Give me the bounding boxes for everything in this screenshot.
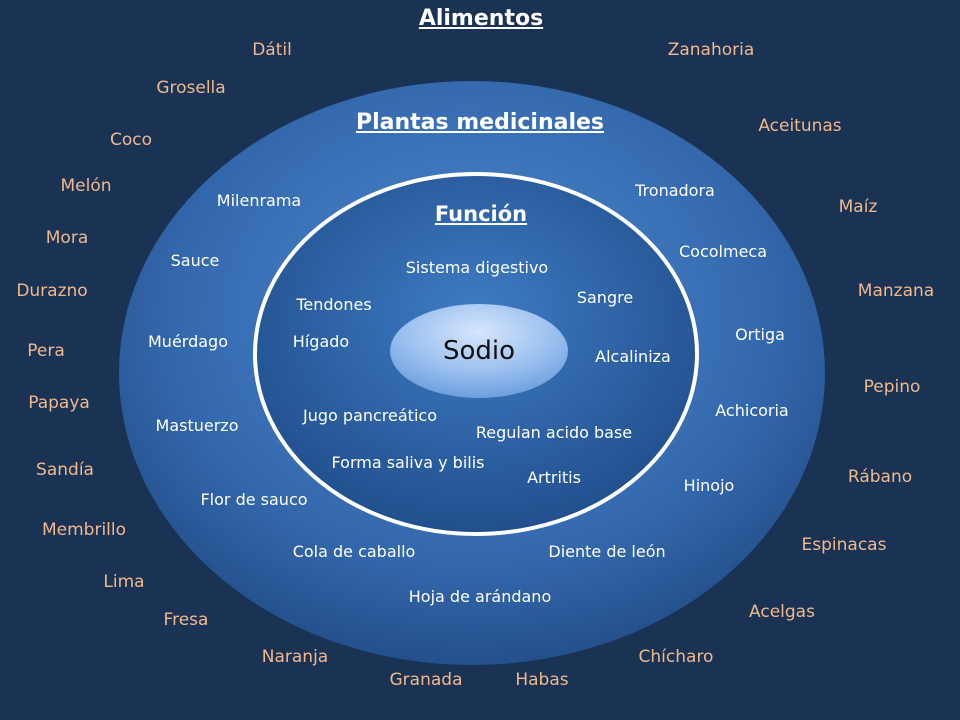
function-label: Artritis (527, 468, 581, 487)
plant-label: Cola de caballo (292, 542, 416, 561)
food-label: Membrillo (41, 520, 127, 540)
function-label: Sistema digestivo (405, 258, 549, 277)
food-label: Lima (103, 572, 145, 592)
plant-label: Hoja de arándano (408, 587, 552, 606)
function-label: Jugo pancreático (303, 406, 437, 425)
food-label: Espinacas (801, 535, 887, 555)
food-label: Rábano (847, 467, 913, 487)
function-label: Regulan acido base (475, 423, 633, 442)
function-label: Forma saliva y bilis (331, 453, 485, 472)
plant-label: Ortiga (735, 325, 785, 344)
food-label: Manzana (857, 281, 935, 301)
function-label: Alcaliniza (595, 347, 671, 366)
title-plants: Plantas medicinales (355, 110, 605, 135)
plant-label: Sauce (170, 251, 220, 270)
function-label: Tendones (296, 295, 372, 314)
food-label: Pepino (863, 377, 921, 397)
plant-label: Milenrama (216, 191, 302, 210)
food-label: Granada (389, 670, 463, 690)
food-label: Habas (515, 670, 569, 690)
title-foods: Alimentos (418, 6, 544, 31)
food-label: Durazno (16, 281, 88, 301)
food-label: Naranja (261, 647, 329, 667)
plant-label: Flor de sauco (200, 490, 308, 509)
food-label: Coco (109, 130, 153, 150)
food-label: Mora (45, 228, 89, 248)
plant-label: Achicoria (715, 401, 789, 420)
food-label: Papaya (28, 393, 90, 413)
food-label: Aceitunas (758, 116, 842, 136)
plant-label: Diente de león (548, 542, 666, 561)
food-label: Chícharo (638, 647, 714, 667)
food-label: Zanahoria (667, 40, 755, 60)
core-label: Sodio (442, 336, 516, 366)
food-label: Melón (60, 176, 112, 196)
plant-label: Tronadora (635, 181, 715, 200)
food-label: Maíz (838, 197, 878, 217)
plant-label: Muérdago (148, 332, 228, 351)
plant-label: Cocolmeca (678, 242, 768, 261)
function-label: Sangre (576, 288, 634, 307)
food-label: Grosella (156, 78, 226, 98)
food-label: Dátil (252, 40, 292, 60)
plant-label: Hinojo (683, 476, 735, 495)
food-label: Acelgas (749, 602, 815, 622)
food-label: Fresa (163, 610, 209, 630)
food-label: Pera (27, 341, 65, 361)
core-ellipse (390, 304, 568, 398)
title-function: Función (434, 202, 528, 226)
plant-label: Mastuerzo (155, 416, 239, 435)
food-label: Sandía (36, 460, 94, 480)
function-label: Hígado (292, 332, 350, 351)
